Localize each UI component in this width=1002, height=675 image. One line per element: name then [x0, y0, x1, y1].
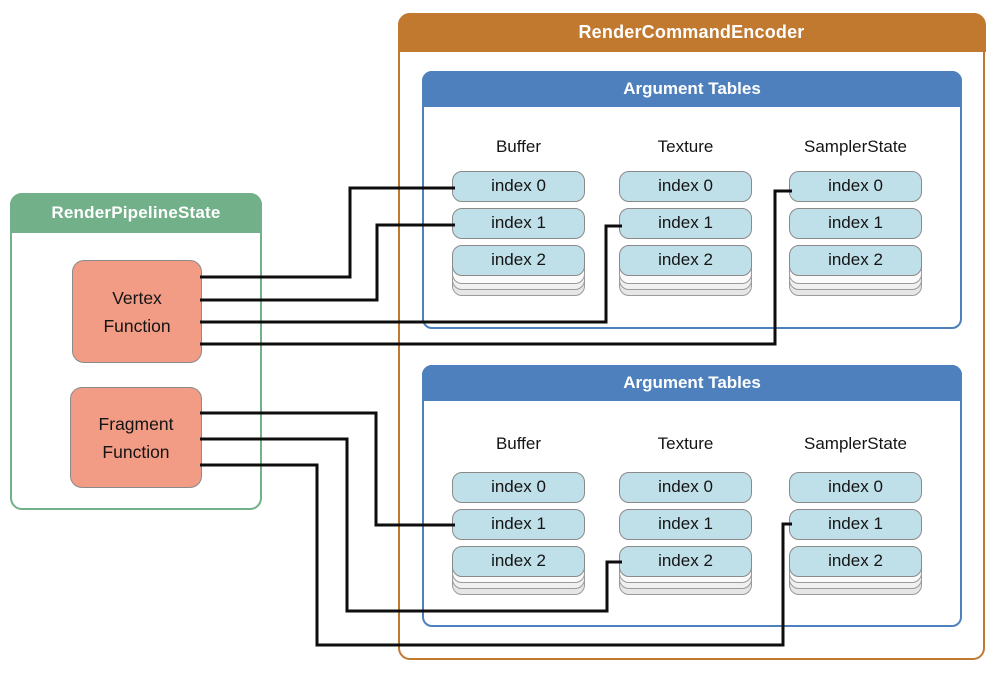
column-header-texture: Texture — [657, 434, 714, 453]
argument-table-title: Argument Tables — [422, 71, 962, 107]
fragment-function-box: Fragment Function — [70, 387, 202, 488]
samplerstate-index-1-slot: index 1 — [789, 208, 922, 239]
argument-table-title: Argument Tables — [422, 365, 962, 401]
samplerstate-column: SamplerState index 0 index 1 index 2 — [789, 367, 922, 625]
render-pipeline-state-title: RenderPipelineState — [10, 193, 262, 233]
buffer-column: Buffer index 0 index 1 index 2 — [452, 73, 585, 327]
samplerstate-index-2-slot: index 2 — [789, 245, 922, 276]
vertex-function-box: Vertex Function — [72, 260, 202, 363]
texture-index-2-slot: index 2 — [619, 546, 752, 577]
column-header-samplerstate: SamplerState — [804, 434, 907, 453]
samplerstate-column: SamplerState index 0 index 1 index 2 — [789, 73, 922, 327]
render-pipeline-state-panel: RenderPipelineState Vertex Function Frag… — [10, 193, 262, 510]
buffer-index-0-slot: index 0 — [452, 171, 585, 202]
buffer-column: Buffer index 0 index 1 index 2 — [452, 367, 585, 625]
samplerstate-index-0-slot: index 0 — [789, 171, 922, 202]
buffer-index-2-slot: index 2 — [452, 546, 585, 577]
column-header-texture: Texture — [657, 137, 714, 156]
argument-table-top: Argument Tables Buffer index 0 index 1 i… — [422, 71, 962, 329]
texture-index-2-slot: index 2 — [619, 245, 752, 276]
texture-index-0-slot: index 0 — [619, 171, 752, 202]
column-header-buffer: Buffer — [495, 434, 542, 453]
buffer-index-1-slot: index 1 — [452, 208, 585, 239]
texture-column: Texture index 0 index 1 index 2 — [619, 367, 752, 625]
render-command-encoder-title: RenderCommandEncoder — [397, 12, 986, 52]
texture-index-1-slot: index 1 — [619, 208, 752, 239]
render-command-encoder-panel: RenderCommandEncoder Argument Tables Buf… — [397, 12, 986, 660]
samplerstate-index-1-slot: index 1 — [789, 509, 922, 540]
buffer-index-1-slot: index 1 — [452, 509, 585, 540]
samplerstate-index-2-slot: index 2 — [789, 546, 922, 577]
buffer-index-2-slot: index 2 — [452, 245, 585, 276]
samplerstate-index-0-slot: index 0 — [789, 472, 922, 503]
column-header-samplerstate: SamplerState — [804, 137, 907, 156]
texture-index-1-slot: index 1 — [619, 509, 752, 540]
texture-column: Texture index 0 index 1 index 2 — [619, 73, 752, 327]
column-header-buffer: Buffer — [495, 137, 542, 156]
texture-index-0-slot: index 0 — [619, 472, 752, 503]
argument-table-bottom: Argument Tables Buffer index 0 index 1 i… — [422, 365, 962, 627]
buffer-index-0-slot: index 0 — [452, 472, 585, 503]
